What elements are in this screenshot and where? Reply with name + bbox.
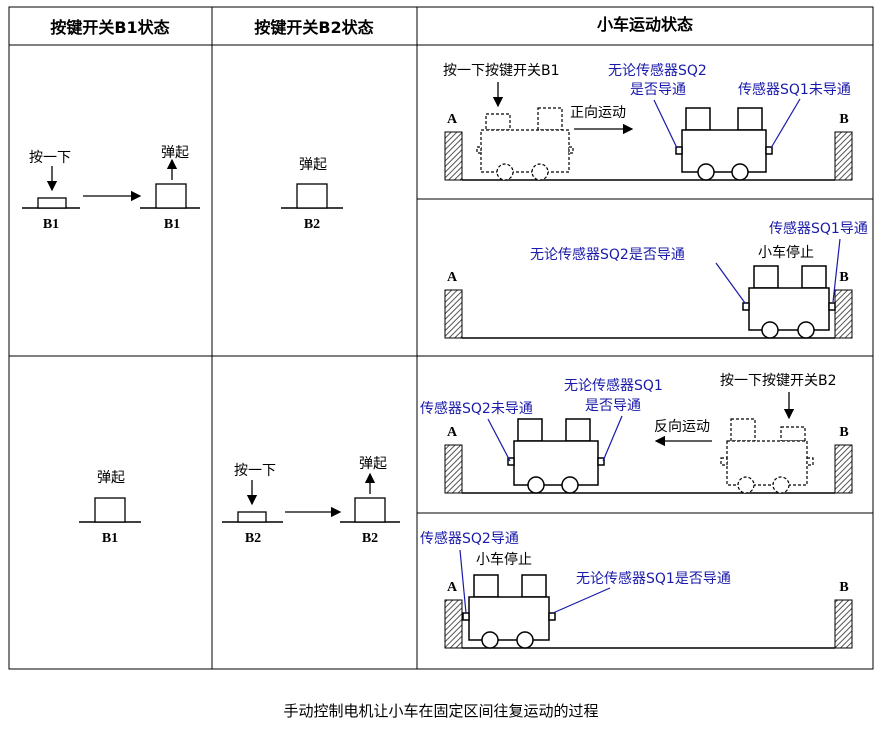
wall-b — [834, 131, 853, 181]
press-b1-note: 按一下按键开关B1 — [443, 63, 560, 79]
end-a-label: A — [447, 270, 458, 285]
sq2-leader — [715, 262, 746, 304]
end-a-label: A — [447, 425, 458, 440]
row1-b2-panel: 弹起 B2 — [281, 157, 343, 232]
sq2-note: 传感器SQ2未导通 — [420, 400, 533, 417]
sq1-leader — [552, 587, 611, 614]
sq1-note-line1: 无论传感器SQ1 — [564, 377, 663, 394]
press-label: 按一下 — [29, 150, 71, 166]
sq1-note: 传感器SQ1未导通 — [738, 81, 851, 98]
table-grid — [8, 6, 874, 670]
sq2-note-line1: 无论传感器SQ2 — [608, 62, 707, 79]
sq2-leader — [653, 99, 678, 149]
car — [507, 418, 605, 494]
wall-a — [444, 444, 463, 494]
button-released — [296, 183, 328, 209]
sq1-leader — [832, 238, 841, 303]
scene-stop-b: A B 传感器SQ1导通 无论传感器SQ2是否导通 小车停止 — [444, 220, 868, 339]
end-a-label: A — [447, 580, 458, 595]
sq2-note: 传感器SQ2导通 — [420, 530, 519, 547]
release-label: 弹起 — [161, 145, 189, 161]
header-b1: 按键开关B1状态 — [50, 18, 169, 37]
scene-reverse: A B 传感器SQ2未导通 无论传感器SQ1 是否导通 按一下按键开关B2 反向… — [420, 373, 853, 494]
end-b-label: B — [839, 270, 848, 285]
button-name: B1 — [164, 217, 180, 232]
button-pressed — [237, 511, 267, 523]
sq2-leader — [487, 418, 511, 462]
direction-label: 反向运动 — [654, 419, 710, 435]
state-label: 弹起 — [299, 157, 327, 173]
button-released — [94, 497, 126, 523]
end-a-label: A — [447, 112, 458, 127]
row2-b2-panel: 按一下 B2 弹起 B2 — [222, 456, 400, 546]
button-name: B1 — [102, 531, 118, 546]
header-car: 小车运动状态 — [597, 15, 693, 34]
row2-b1-panel: 弹起 B1 — [79, 470, 141, 546]
end-b-label: B — [839, 580, 848, 595]
wall-b — [834, 599, 853, 649]
figure-caption: 手动控制电机让小车在固定区间往复运动的过程 — [283, 702, 598, 720]
button-name: B1 — [43, 217, 59, 232]
car-ghost — [720, 418, 814, 494]
sq1-leader — [770, 98, 801, 149]
button-released — [354, 497, 386, 523]
car — [675, 107, 773, 181]
wall-b — [834, 289, 853, 339]
sq1-leader — [602, 415, 623, 462]
scene-stop-a: A B 传感器SQ2导通 小车停止 无论传感器SQ1是否导通 — [420, 530, 853, 649]
car — [462, 574, 556, 649]
sq2-note: 无论传感器SQ2是否导通 — [530, 246, 685, 263]
car-ghost — [476, 107, 574, 181]
sq2-note-line2: 是否导通 — [630, 82, 686, 98]
wall-b — [834, 444, 853, 494]
wall-a — [444, 131, 463, 181]
wall-a — [444, 289, 463, 339]
stop-label: 小车停止 — [476, 551, 532, 568]
direction-label: 正向运动 — [570, 105, 626, 121]
button-name: B2 — [362, 531, 378, 546]
release-label: 弹起 — [359, 456, 387, 472]
end-b-label: B — [839, 112, 848, 127]
header-b2: 按键开关B2状态 — [254, 18, 373, 37]
button-name: B2 — [304, 217, 320, 232]
sq2-leader — [459, 549, 467, 614]
end-b-label: B — [839, 425, 848, 440]
state-label: 弹起 — [97, 470, 125, 486]
row1-b1-panel: 按一下 B1 弹起 B1 — [22, 145, 200, 232]
press-label: 按一下 — [234, 463, 276, 479]
button-name: B2 — [245, 531, 261, 546]
wall-a — [444, 599, 463, 649]
scene-forward: A B 按一下按键开关B1 正向运动 无论传感器SQ2 是否导通 — [443, 62, 853, 181]
press-b2-note: 按一下按键开关B2 — [720, 373, 837, 389]
button-pressed — [37, 197, 67, 209]
stop-label: 小车停止 — [758, 244, 814, 261]
car — [742, 265, 836, 339]
sq1-note: 无论传感器SQ1是否导通 — [576, 570, 731, 587]
sq1-note: 传感器SQ1导通 — [769, 220, 868, 237]
button-released — [155, 183, 187, 209]
sq1-note-line2: 是否导通 — [585, 398, 641, 414]
